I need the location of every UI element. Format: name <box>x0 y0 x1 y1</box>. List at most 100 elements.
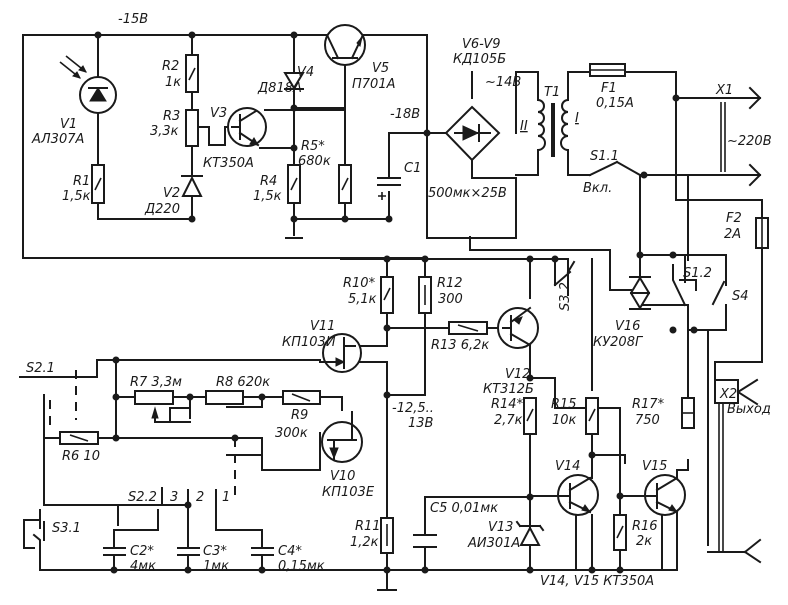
resistor-r4 <box>287 164 301 204</box>
fuse-f1 <box>589 63 626 77</box>
s1-1-ref: S1.1 <box>590 149 619 164</box>
thyristor-v16 <box>609 276 651 310</box>
r8-label: R8 620к <box>216 375 270 390</box>
f2-ref: F2 <box>726 211 742 226</box>
ground-symbol <box>377 569 397 591</box>
v10-ref: V10 <box>330 469 355 484</box>
resistor-r14 <box>523 397 537 435</box>
switch-s1-1 <box>588 160 619 177</box>
capacitor-c2 <box>103 547 126 556</box>
r2-val: 1к <box>165 75 181 90</box>
v5-ref: V5 <box>372 61 389 76</box>
c1-val: 500мк×25В <box>428 186 507 201</box>
zener-v4 <box>283 72 305 90</box>
supply-12v-label: -12,5.. <box>392 401 434 416</box>
r10-val: 5,1к <box>348 292 377 307</box>
v1-ref: V1 <box>60 117 77 132</box>
r9-val: 300к <box>275 426 308 441</box>
plug-x1 <box>643 86 762 187</box>
resistor-r11 <box>380 517 394 554</box>
diode-bridge-v6-v9 <box>444 105 501 162</box>
r9-ref: R9 <box>291 408 308 423</box>
s2-1-ref: S2.1 <box>26 361 55 376</box>
switch-s2-2 <box>161 438 236 506</box>
timing-junctions <box>110 356 266 574</box>
v11-ref: V11 <box>310 319 335 334</box>
potentiometer-r3 <box>185 109 199 147</box>
x2-ref: X2 <box>719 387 737 402</box>
transistor-v3 <box>227 107 267 147</box>
potentiometer-r7 <box>134 390 191 423</box>
v4-type: Д818А <box>257 81 302 96</box>
c4-ref: C4* <box>278 544 302 559</box>
c2-ref: C2* <box>130 544 154 559</box>
supply-18v-label: -18В <box>390 107 420 122</box>
mains-220v-label: ~220В <box>727 134 772 149</box>
v14-ref: V14 <box>555 459 580 474</box>
v10-type: КП103Е <box>322 485 375 500</box>
control-wires <box>39 174 746 571</box>
switch-s2-1 <box>49 370 77 430</box>
diode-v13 <box>515 520 545 546</box>
resistor-r2 <box>185 54 199 93</box>
v11-type: КП103И <box>282 335 336 350</box>
supply-15v-label: -15В <box>118 12 148 27</box>
transistor-v12 <box>497 306 539 349</box>
resistor-r6 <box>59 431 99 445</box>
c1-ref: C1 <box>404 161 421 176</box>
bridge-type: КД105Б <box>453 52 506 67</box>
s4-ref: S4 <box>732 289 749 304</box>
f1-val: 0,15А <box>596 96 634 111</box>
c4-val: 0,15мк <box>278 559 325 574</box>
led-v1 <box>59 55 117 114</box>
r3-val: 3,3к <box>150 124 179 139</box>
pushbutton-s3-1[interactable] <box>23 509 41 571</box>
v15-emitter-wire <box>619 511 678 571</box>
control-junctions <box>383 251 698 574</box>
r6-label: R6 10 <box>62 449 100 464</box>
r12-val: 300 <box>438 292 463 307</box>
transistor-v5 <box>324 24 366 66</box>
resistor-r5 <box>338 164 352 204</box>
resistor-r15 <box>585 397 599 435</box>
s2-2-ref: S2.2 <box>128 490 157 505</box>
v2-ref: V2 <box>163 186 180 201</box>
r12-ref: R12 <box>437 276 463 291</box>
capacitor-c1 <box>377 177 401 200</box>
v5-type: П701А <box>352 77 395 92</box>
r14-ref: R14* <box>491 397 524 412</box>
x1-ref: X1 <box>715 83 733 98</box>
socket-x2 <box>736 378 762 564</box>
transformer-t1 <box>536 98 570 157</box>
r17-ref: R17* <box>632 397 665 412</box>
r1-val: 1,5к <box>62 189 91 204</box>
v15-ref: V15 <box>642 459 667 474</box>
r2-ref: R2 <box>162 59 179 74</box>
bridge-ref: V6-V9 <box>462 37 501 52</box>
r5-ref: R5* <box>301 139 325 154</box>
capacitor-c5 <box>413 534 437 548</box>
c2-val: 4мк <box>130 559 156 574</box>
resistor-r10 <box>380 276 394 314</box>
t1-winding-1: I <box>575 111 579 126</box>
resistor-r8 <box>205 390 244 405</box>
r15-ref: R15 <box>551 397 577 412</box>
s1-2-ref: S1.2 <box>683 266 712 281</box>
f1-ref: F1 <box>601 81 617 96</box>
r4-ref: R4 <box>260 174 277 189</box>
switch-s4 <box>711 280 726 306</box>
r4-val: 1,5к <box>253 189 282 204</box>
r10-ref: R10* <box>343 276 376 291</box>
r7-label: R7 3,3м <box>130 375 182 390</box>
r3-ref: R3 <box>163 109 180 124</box>
v1-type: АЛ307А <box>31 132 84 147</box>
r13-label: R13 6,2к <box>431 338 489 353</box>
fuse-f2 <box>755 217 769 249</box>
resistor-r12 <box>418 276 432 314</box>
transistor-v15 <box>639 474 686 516</box>
output-label: Выход <box>727 402 771 417</box>
capacitor-c4 <box>251 547 274 556</box>
s3-1-ref: S3.1 <box>52 521 81 536</box>
v2-type: Д220 <box>144 202 180 217</box>
f2-val: 2А <box>724 227 741 242</box>
